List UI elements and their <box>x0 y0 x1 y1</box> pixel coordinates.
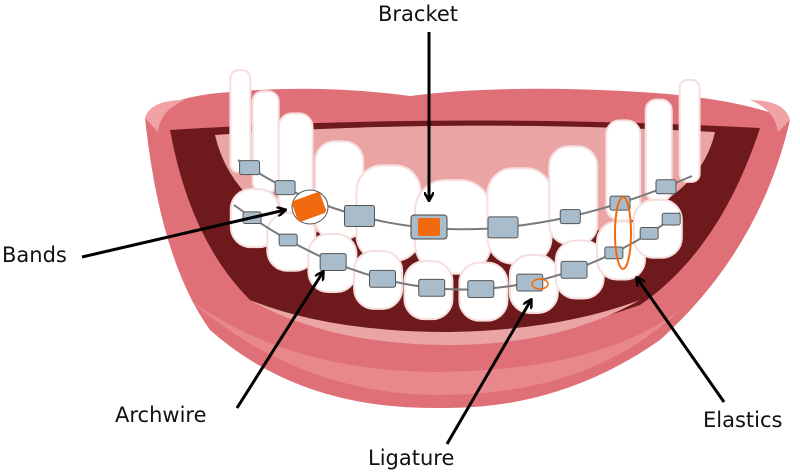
main-bracket <box>410 214 448 240</box>
lower-bracket <box>319 253 347 271</box>
upper-tooth <box>548 145 599 246</box>
lower-bracket <box>369 269 397 288</box>
lower-bracket <box>516 273 544 292</box>
upper-tooth <box>486 167 553 265</box>
label-bracket: Bracket <box>378 2 459 26</box>
label-archwire: Archwire <box>115 403 207 427</box>
label-elastics: Elastics <box>703 408 783 432</box>
bands-arrow <box>81 210 285 259</box>
label-bands: Bands <box>2 243 67 267</box>
lower-gum <box>250 300 640 345</box>
archwire-arrow <box>235 272 323 409</box>
ligature <box>531 278 549 290</box>
elastics-arrow <box>637 278 726 403</box>
lip-corner-left <box>145 100 185 132</box>
upper-bracket <box>559 209 581 225</box>
upper-bracket <box>655 179 677 195</box>
lower-bracket <box>604 246 624 260</box>
upper-tooth <box>229 69 252 174</box>
ligature-arrow <box>445 300 531 445</box>
lip-corner-right <box>750 100 790 132</box>
upper-tooth <box>678 78 701 183</box>
lower-bracket <box>560 260 588 279</box>
upper-bracket <box>344 205 375 228</box>
lower-bracket <box>467 280 495 299</box>
brackets <box>239 160 681 299</box>
upper-bracket <box>239 160 261 176</box>
upper-tooth <box>605 119 642 222</box>
upper-bracket <box>274 180 296 196</box>
lip-highlight <box>190 300 680 395</box>
lower-bracket <box>418 278 446 297</box>
band <box>291 189 329 225</box>
elastic <box>614 196 632 270</box>
label-ligature: Ligature <box>368 446 455 470</box>
lower-bracket <box>639 227 659 240</box>
lower-bracket <box>278 233 298 247</box>
upper-bracket <box>487 216 519 239</box>
lower-bracket <box>661 212 681 226</box>
